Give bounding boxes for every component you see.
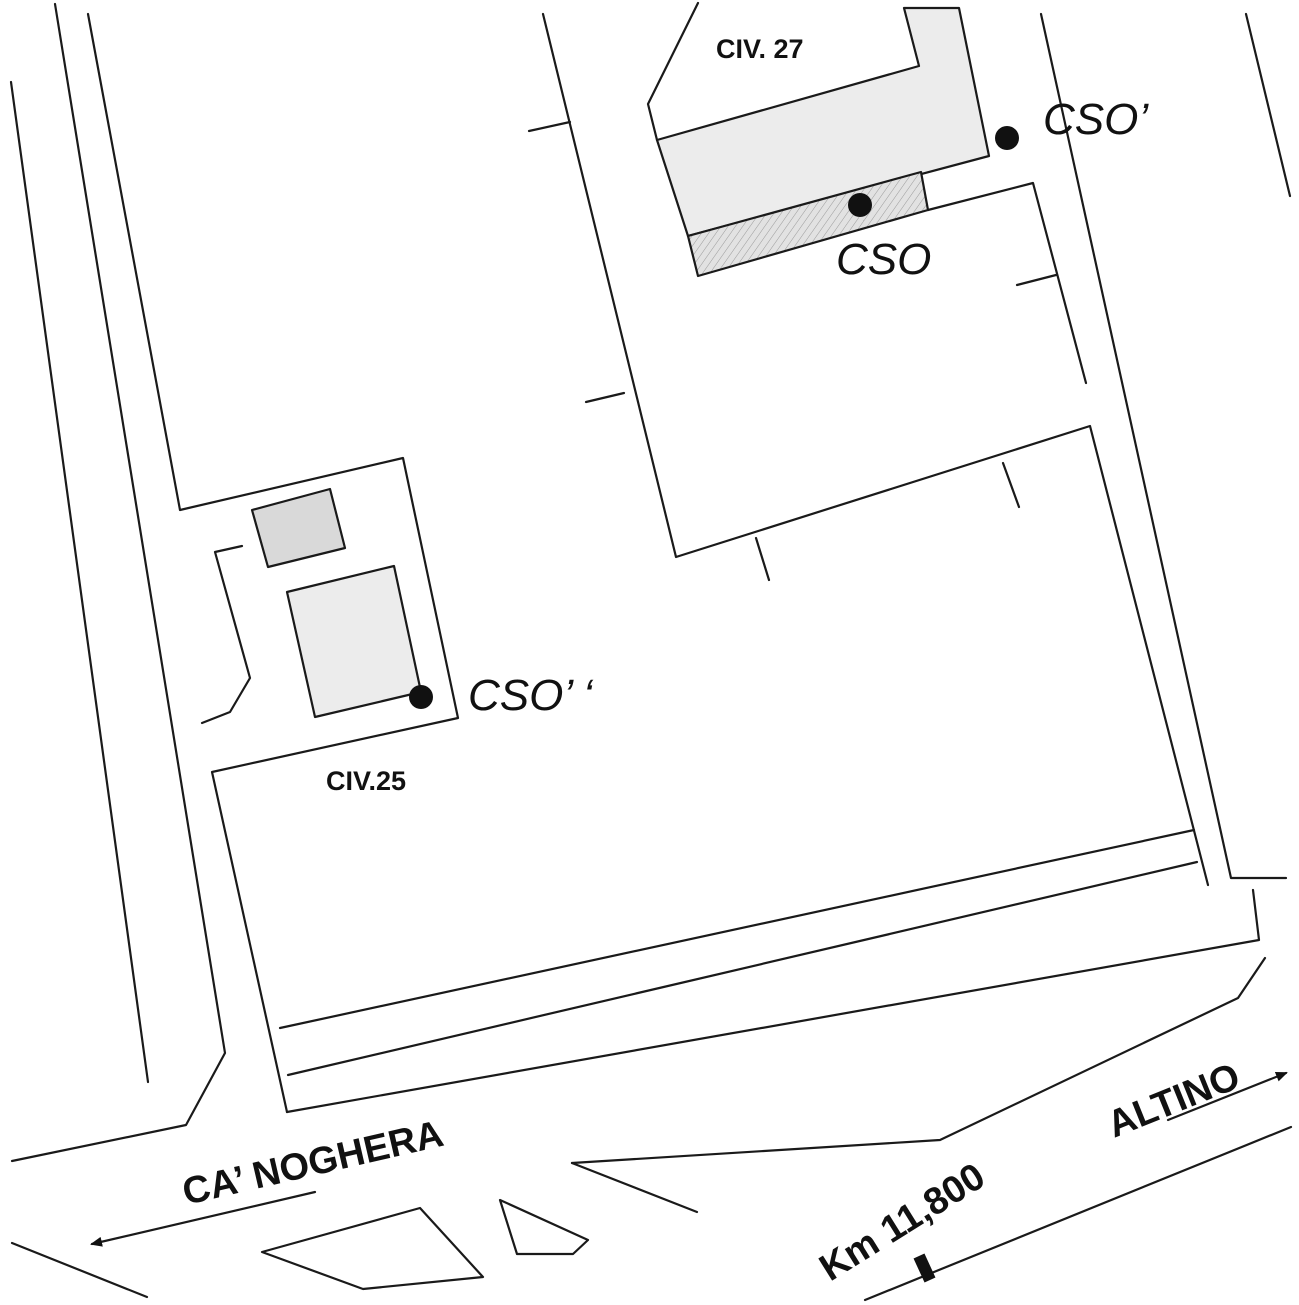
- main-building-civ25: [285, 564, 423, 719]
- east-road-edges: [1039, 12, 1292, 880]
- tick-mark: [527, 120, 572, 133]
- west-road-edges: [9, 2, 460, 1163]
- south-road-edge-west: [10, 1241, 149, 1299]
- km-marker: [913, 1253, 936, 1283]
- traffic-island-north: [570, 956, 1267, 1165]
- south-road-edge-east: [863, 1125, 1293, 1302]
- east-road-outer-edge: [1244, 12, 1292, 198]
- road-lane-line: [278, 828, 1196, 1030]
- traffic-island-south: [498, 1198, 590, 1256]
- sampling-points: [409, 126, 1019, 709]
- traffic-island-southwest: [260, 1206, 485, 1291]
- label-cso-prime: CSO’: [1043, 95, 1149, 144]
- label-cso: CSO: [836, 235, 931, 284]
- west-road-inner-edge: [10, 2, 227, 1163]
- traffic-island-north-lower: [570, 1161, 699, 1214]
- label-cso-double-prime: CSO’ ‘: [468, 671, 594, 720]
- arrow-icon-west: [90, 1190, 317, 1247]
- courtyard-boundary: [926, 181, 1088, 385]
- label-road-altino: ALTINO: [1102, 1055, 1246, 1146]
- tick-mark: [584, 391, 626, 404]
- plot-civ25: [200, 487, 423, 725]
- tick-mark: [1001, 461, 1021, 509]
- cso-point-icon: [848, 193, 872, 217]
- tick-mark: [754, 536, 771, 582]
- direction-arrows: [90, 1071, 1288, 1247]
- north-access-boundary: [646, 1, 700, 142]
- milestone-bar: [913, 1253, 936, 1283]
- road-junction-edge: [285, 888, 1261, 1114]
- label-civ25: CIV.25: [326, 766, 406, 796]
- main-road: [10, 828, 1293, 1302]
- east-road-inner-edge: [1039, 12, 1288, 880]
- central-plot-boundary: [541, 12, 1210, 887]
- label-km: Km 11,800: [813, 1155, 993, 1289]
- label-road-ca-noghera: CA’ NOGHERA: [179, 1113, 448, 1214]
- tick-mark: [1015, 273, 1058, 287]
- label-civ27: CIV. 27: [716, 34, 804, 64]
- west-road-outer-edge: [9, 80, 150, 1084]
- arrow-icon-east: [1166, 1071, 1288, 1122]
- cso-double-prime-point-icon: [409, 685, 433, 709]
- road-lane-line: [286, 860, 1199, 1077]
- cso-prime-point-icon: [995, 126, 1019, 150]
- driveway-outline: [200, 544, 252, 725]
- west-road-parallel-line: [86, 12, 460, 1114]
- annex-building: [250, 487, 347, 569]
